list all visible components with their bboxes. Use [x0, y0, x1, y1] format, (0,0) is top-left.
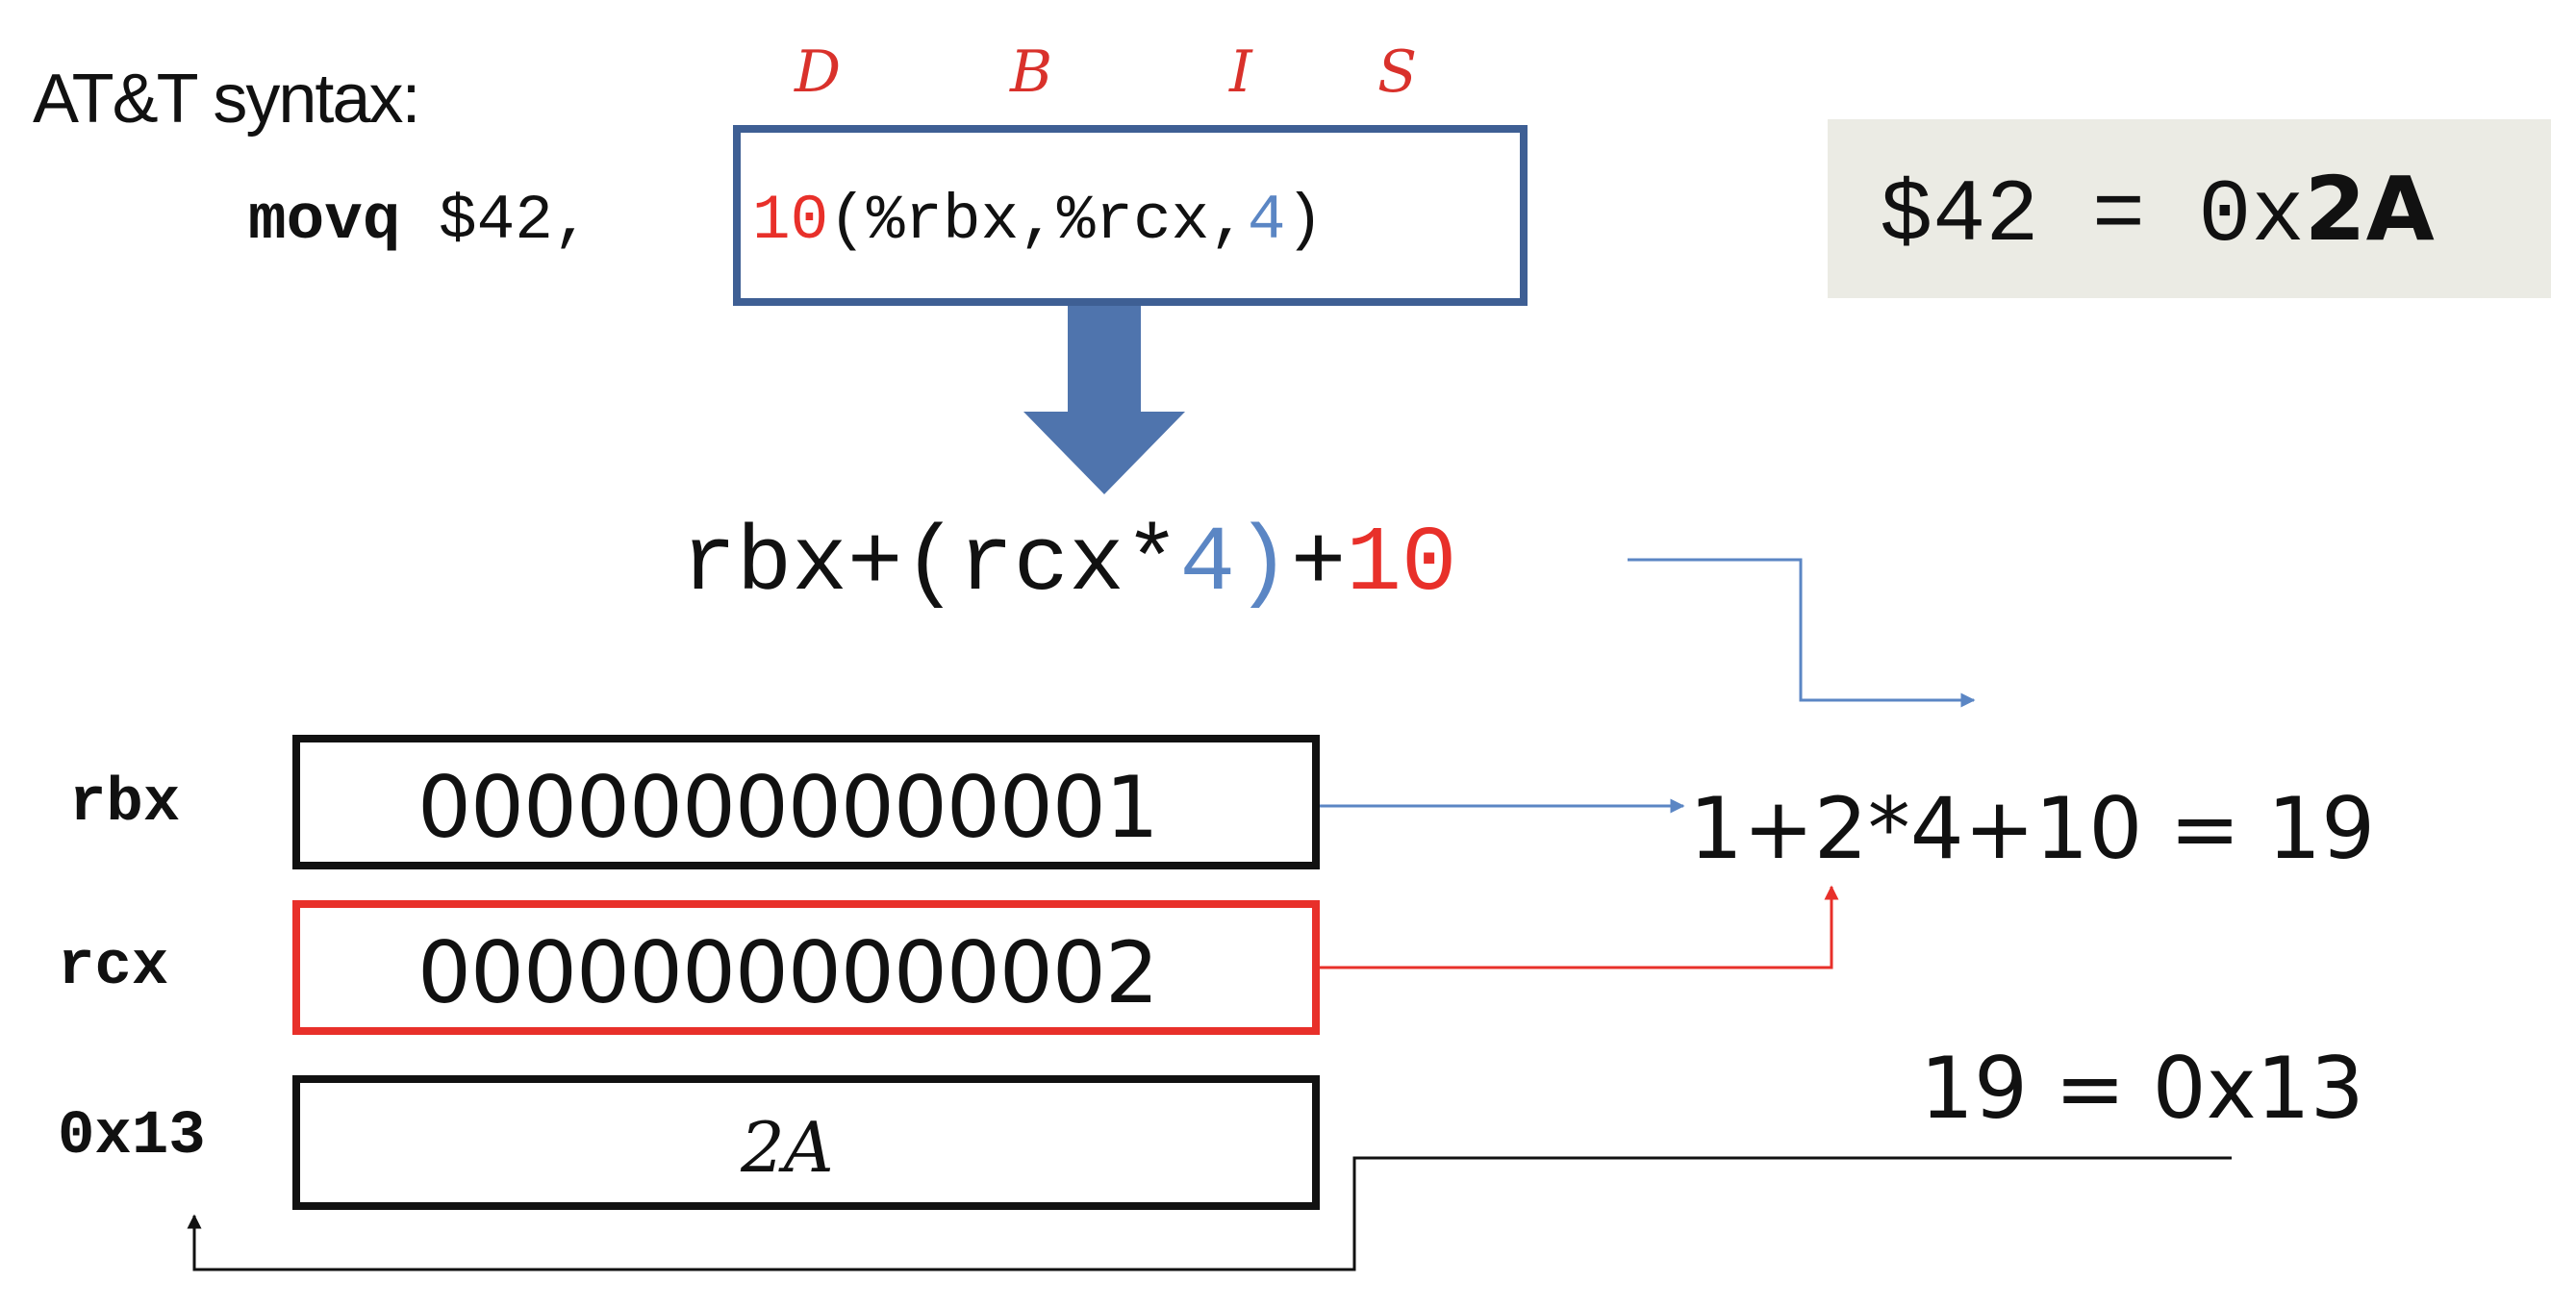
instruction: movq $42,: [248, 183, 591, 260]
memory-operand: 10(%rbx,%rcx,4): [752, 183, 1324, 260]
index-letter: I: [1229, 38, 1252, 106]
register-label-rcx: rcx: [58, 933, 169, 1002]
formula-displacement: 10: [1346, 512, 1457, 616]
scale-value: 4: [1247, 185, 1286, 257]
syntax-label: AT&T syntax:: [33, 61, 420, 138]
hex-note-box: [1828, 119, 2551, 298]
displacement-value: 10: [752, 185, 829, 257]
base-letter: B: [1010, 38, 1053, 106]
hex-conversion: 19 = 0x13: [1920, 1039, 2364, 1138]
immediate-operand: $42,: [439, 185, 592, 257]
address-connector: [187, 1156, 2232, 1271]
mnemonic: movq: [248, 185, 401, 257]
hex-note-value: 2A: [2304, 158, 2435, 261]
formula-scale: 4): [1179, 512, 1291, 616]
hex-note-prefix: $42 = 0x: [1880, 165, 2305, 266]
base-index-text: (%rbx,%rcx,: [828, 185, 1248, 257]
displacement-letter: D: [795, 38, 842, 106]
address-formula: rbx+(rcx*4)+10: [681, 512, 1457, 617]
formula-prefix: rbx+(rcx*: [681, 512, 1180, 616]
register-box-rbx: [292, 735, 1320, 869]
rcx-connector: [1320, 885, 1839, 969]
register-value-rcx: 00000000000002: [417, 923, 1159, 1022]
down-arrow-icon: [1023, 306, 1185, 494]
memory-cell-box: [292, 1075, 1320, 1210]
close-paren: ): [1285, 185, 1325, 257]
register-box-rcx: [292, 900, 1320, 1035]
memory-operand-box: [733, 125, 1528, 306]
formula-plus: +: [1290, 512, 1347, 616]
address-calculation: 1+2*4+10 = 19: [1689, 779, 2376, 878]
scale-letter: S: [1377, 38, 1418, 106]
memory-cell-value: 2A: [741, 1107, 834, 1188]
formula-to-result-connector: [1628, 558, 1976, 708]
register-value-rbx: 00000000000001: [417, 758, 1159, 857]
hex-note: $42 = 0x2A: [1880, 162, 2435, 264]
memory-address-label: 0x13: [58, 1102, 206, 1171]
register-label-rbx: rbx: [69, 769, 181, 839]
